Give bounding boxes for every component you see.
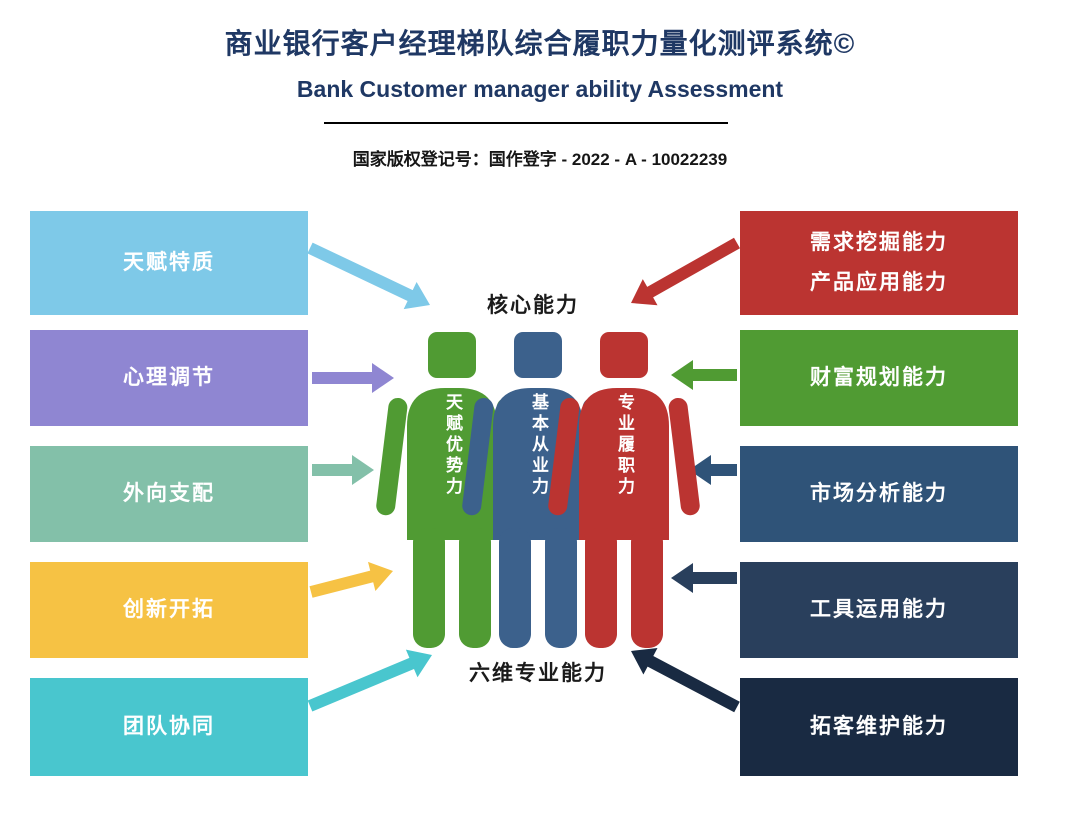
box-wealth-planning: 财富规划能力 [740,330,1018,426]
figure-label-talent-advantage: 天赋优势力 [443,393,462,498]
arrow-market-analysis [689,455,737,485]
arrow-team-collaboration [307,649,432,712]
box-label: 外向支配 [123,482,215,505]
figure-torso [579,388,669,540]
figure-head [600,332,648,378]
box-talent-traits: 天赋特质 [30,211,308,315]
box-team-collaboration: 团队协同 [30,678,308,776]
box-demand-product: 需求挖掘能力 产品应用能力 [740,211,1018,315]
page-title: 商业银行客户经理梯队综合履职力量化测评系统© [224,28,856,59]
figure-leg-right [545,528,577,648]
figure-label-basic-practice: 基本从业力 [529,393,548,498]
figure-head [428,332,476,378]
box-label: 天赋特质 [123,251,215,274]
box-label: 工具运用能力 [810,598,948,621]
arrow-wealth-planning [671,360,737,390]
figure-leg-left [499,528,531,648]
six-dimension-label: 六维专业能力 [469,662,607,685]
box-label: 拓客维护能力 [810,715,948,738]
figure-leg-left [585,528,617,648]
page-subtitle: Bank Customer manager ability Assessment [296,76,784,102]
figure-arm-right [668,397,700,516]
figure-leg-left [413,528,445,648]
box-label: 产品应用能力 [810,271,948,294]
core-ability-label: 核心能力 [487,294,579,317]
figure-arm-left [462,397,494,516]
arrow-mental-adjustment [312,363,394,393]
arrow-extrovert-dominance [312,455,374,485]
box-label: 心理调节 [123,366,215,389]
figure-professional-duty [548,332,700,648]
box-label: 团队协同 [123,715,215,738]
box-label: 需求挖掘能力 [810,231,948,254]
arrow-innovation [309,561,393,598]
box-extrovert-dominance: 外向支配 [30,446,308,542]
figure-arm-left [548,397,580,516]
box-label: 市场分析能力 [810,482,948,505]
arrow-talent-traits [307,242,430,310]
figure-head [514,332,562,378]
figure-leg-right [631,528,663,648]
box-label: 创新开拓 [123,598,215,621]
arrow-tool-application [671,563,737,593]
box-mental-adjustment: 心理调节 [30,330,308,426]
box-innovation: 创新开拓 [30,562,308,658]
figure-label-professional-duty: 专业履职力 [615,393,634,498]
divider-line [324,122,728,124]
box-customer-development: 拓客维护能力 [740,678,1018,776]
box-label: 财富规划能力 [810,366,948,389]
arrow-demand-product [631,237,740,306]
figure-leg-right [459,528,491,648]
copyright-registration: 国家版权登记号：国作登字 - 2022 - A - 10022239 [352,150,728,169]
box-market-analysis: 市场分析能力 [740,446,1018,542]
arrow-customer-development [631,648,740,713]
box-tool-application: 工具运用能力 [740,562,1018,658]
figure-arm-left [376,397,408,516]
